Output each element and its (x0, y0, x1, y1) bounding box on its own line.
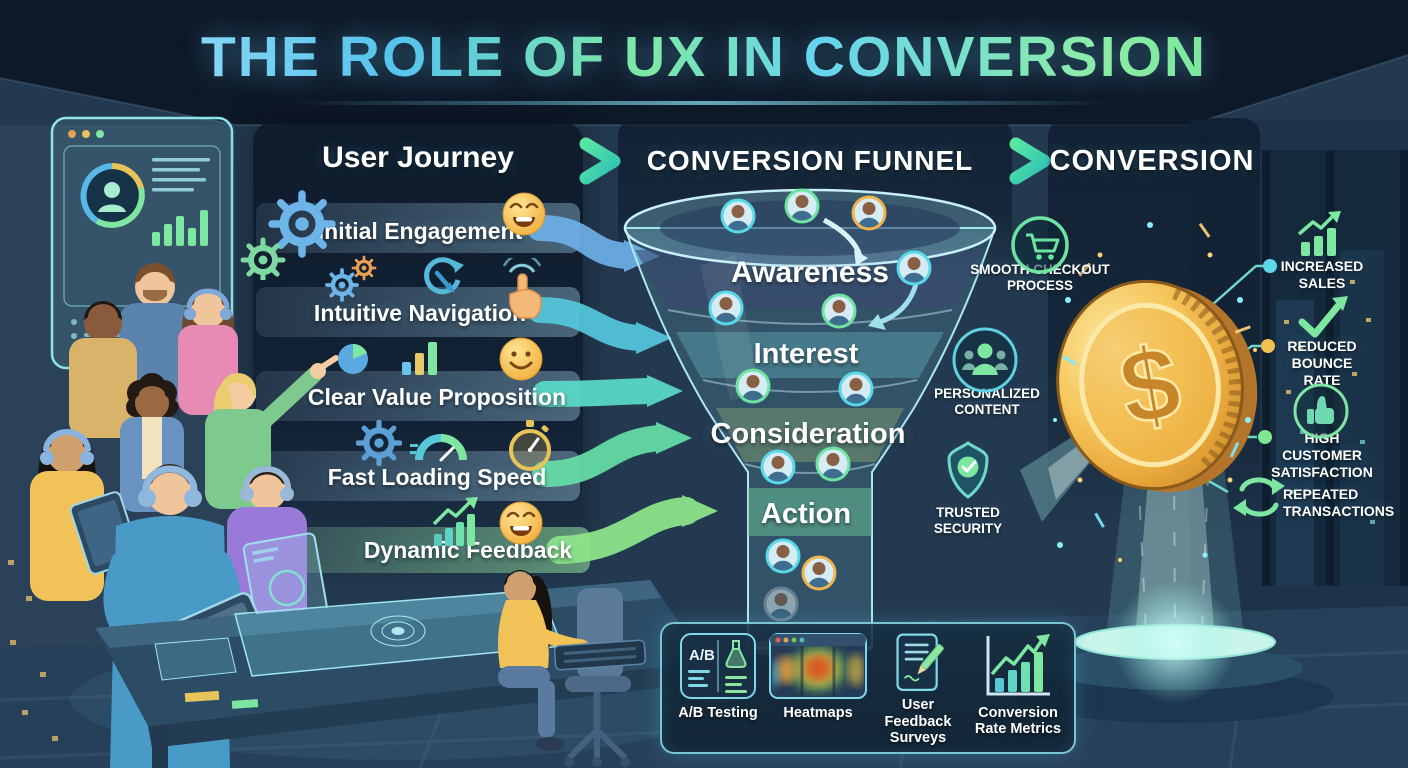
journey-header: User Journey (322, 141, 514, 174)
funnel-header: CONVERSION FUNNEL (646, 145, 974, 176)
pie-chart-icon (338, 343, 368, 374)
connector-dot (1261, 339, 1275, 353)
tool-label: Conversion Rate Metrics (974, 705, 1062, 738)
conversion-backdrop (1048, 118, 1260, 538)
bar-chart-icon (402, 342, 437, 375)
coin-dollar-symbol: $ (1112, 324, 1189, 448)
outcome-label: INCREASED SALES (1280, 258, 1364, 292)
survey-pencil-icon (896, 633, 944, 691)
tool-heatmaps: Heatmaps (768, 632, 868, 746)
tool-ab-testing: A/B A/B Testing (668, 632, 768, 746)
tool-conversion-rate-metrics: Conversion Rate Metrics (968, 632, 1068, 746)
connector-dot (1258, 430, 1272, 444)
city-lights (8, 560, 58, 741)
smiley-icon (498, 500, 544, 546)
tool-label: A/B Testing (678, 705, 758, 721)
cursor-click-icon (424, 257, 464, 295)
metrics-arrow-icon (986, 634, 1050, 696)
thumbs-up-icon (1293, 383, 1349, 439)
repeat-arrows-icon (1233, 477, 1285, 517)
page-title: THE ROLE OF UX IN CONVERSION (0, 24, 1408, 90)
cart-icon (1011, 216, 1069, 274)
speedometer-icon (410, 434, 467, 462)
rising-bars-icon (1297, 211, 1341, 256)
chevron-right-icon (579, 137, 621, 185)
title-underline (294, 101, 1114, 105)
support-label: TRUSTED SECURITY (933, 505, 1003, 537)
smiley-icon (498, 336, 544, 382)
check-arrow-icon (1298, 296, 1348, 338)
pointing-hand-icon (502, 258, 542, 319)
mini-gears-icon (320, 255, 377, 305)
smiley-icon (501, 191, 547, 237)
shield-check-icon (947, 441, 989, 499)
tool-user-feedback-surveys: User Feedback Surveys (868, 632, 968, 746)
ux-tools-toolbar: A/B A/B Testing (660, 622, 1076, 754)
users-icon (952, 327, 1018, 393)
stopwatch-icon (509, 420, 551, 471)
ab-badge: A/B (689, 647, 715, 664)
funnel-stage-label: Awareness (731, 256, 889, 289)
conversion-header: CONVERSION (1049, 145, 1255, 177)
outcome-label: REPEATED TRANSACTIONS (1283, 486, 1395, 520)
connector-dot (1263, 259, 1277, 273)
funnel-stage-label: Consideration (710, 418, 906, 450)
journey-item-label: Clear Value Proposition (307, 384, 567, 410)
funnel-stage-label: Action (760, 498, 852, 530)
tool-label: Heatmaps (783, 705, 853, 721)
heatmap-icon (769, 633, 867, 699)
chevron-right-icon (1009, 137, 1051, 185)
holo-dashboard-screen (50, 116, 234, 370)
ab-test-flask-icon: A/B (680, 633, 756, 699)
gear-icon (356, 420, 402, 466)
holo-desk-scene (95, 570, 710, 768)
funnel-stage-label: Interest (753, 338, 859, 370)
funnel-backdrop (618, 118, 1012, 278)
growth-chart-icon (432, 497, 478, 546)
outcome-connectors (1185, 264, 1263, 494)
tool-label: User Feedback Surveys (884, 697, 952, 746)
